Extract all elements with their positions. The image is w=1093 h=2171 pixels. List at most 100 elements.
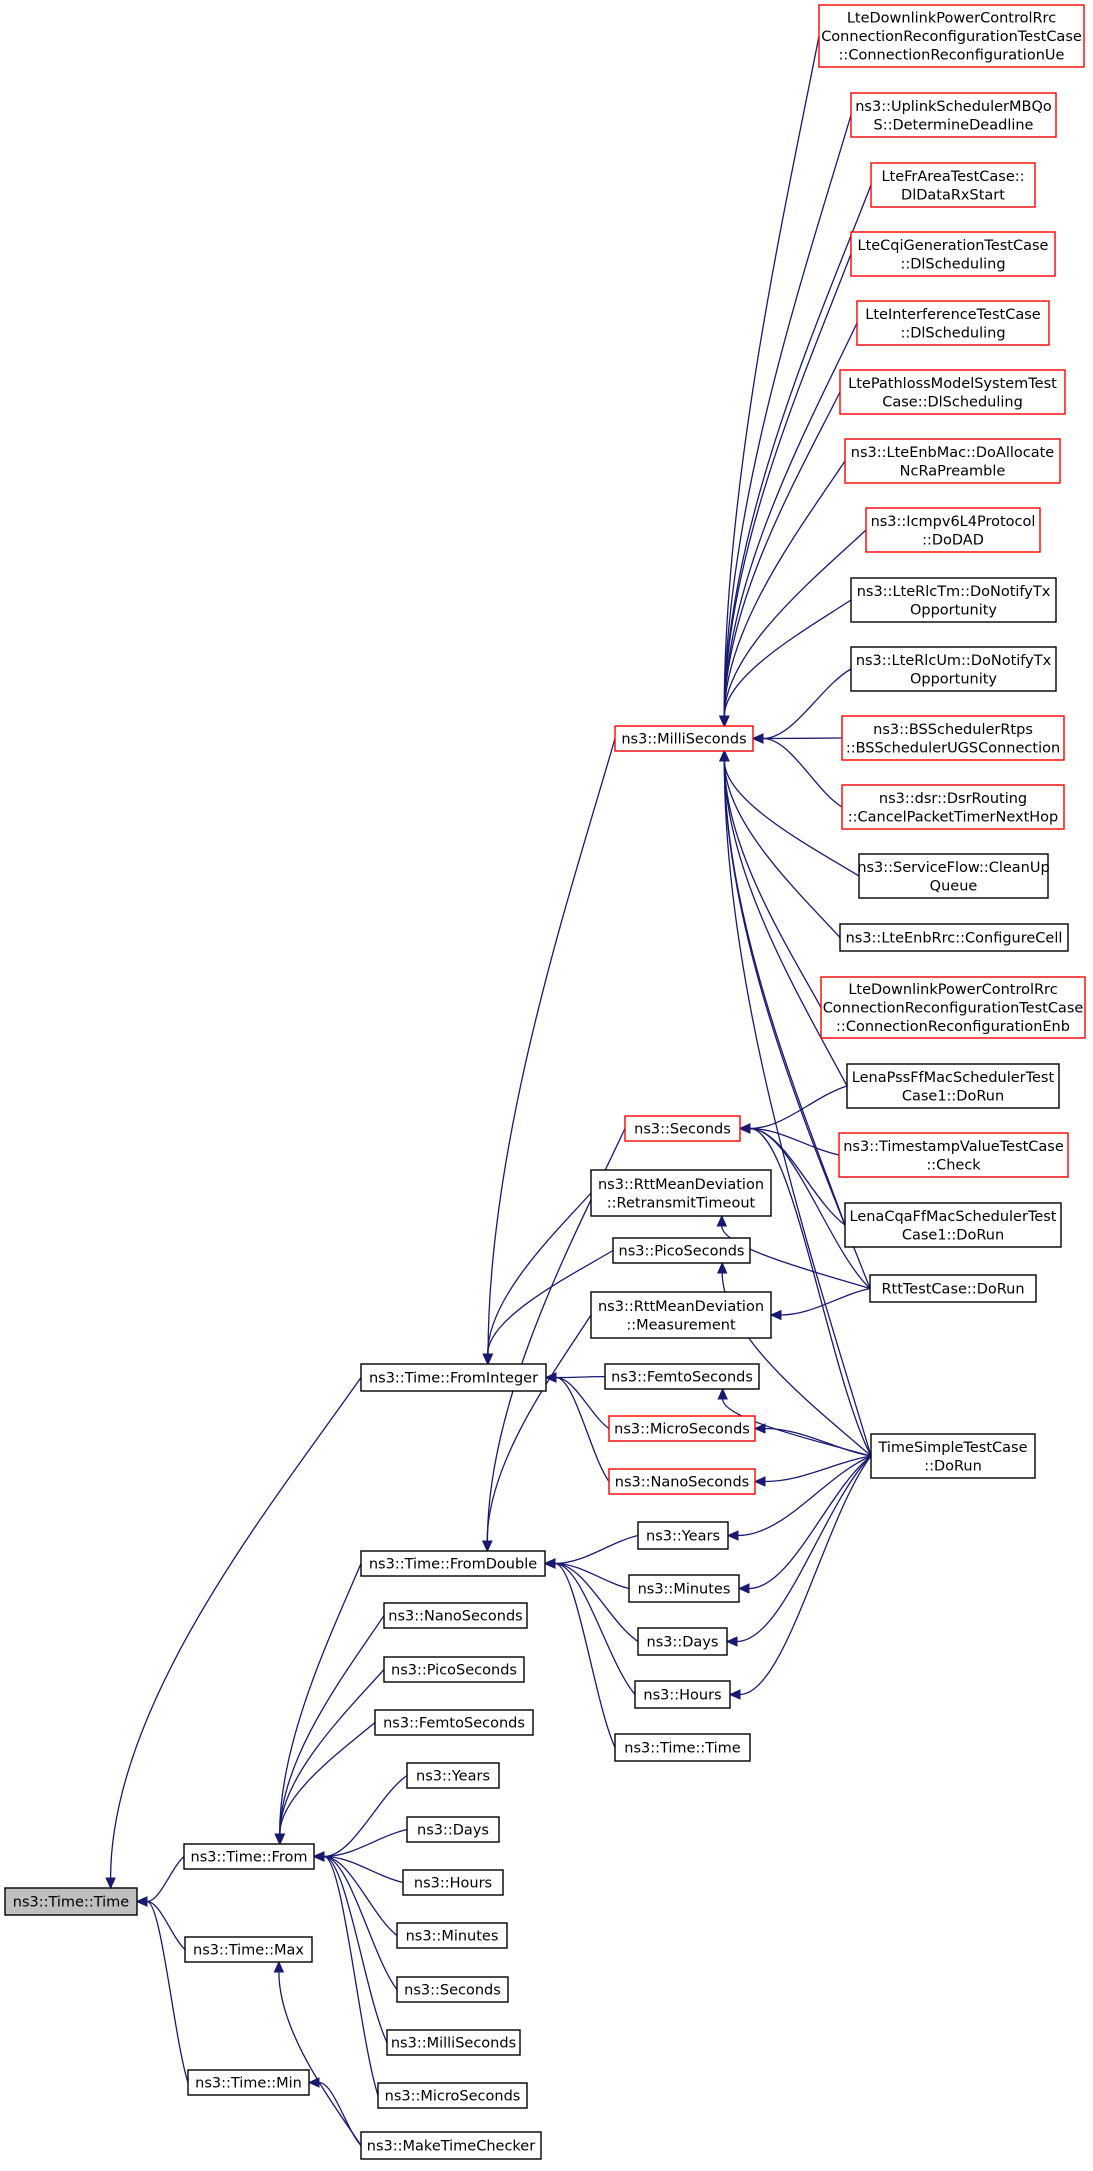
node-box[interactable] [614, 725, 754, 752]
node-f_hours[interactable]: ns3::Hours [402, 1869, 504, 1896]
node-c2[interactable]: ns3::UplinkSchedulerMBQoS::DetermineDead… [850, 92, 1057, 138]
node-from[interactable]: ns3::Time::From [183, 1843, 315, 1870]
node-box[interactable] [865, 507, 1041, 553]
node-f_seconds[interactable]: ns3::Seconds [396, 1976, 509, 2003]
node-box[interactable] [844, 1202, 1062, 1248]
node-box[interactable] [374, 1709, 534, 1736]
node-f_micro[interactable]: ns3::MicroSeconds [377, 2082, 528, 2109]
node-box[interactable] [850, 92, 1057, 138]
node-milliseconds[interactable]: ns3::MilliSeconds [614, 725, 754, 752]
node-box[interactable] [844, 438, 1061, 484]
node-box[interactable] [850, 231, 1056, 277]
node-c11[interactable]: ns3::BSSchedulerRtps::BSSchedulerUGSConn… [841, 715, 1065, 761]
node-f_nano[interactable]: ns3::NanoSeconds [383, 1602, 528, 1629]
node-f_femto[interactable]: ns3::FemtoSeconds [374, 1709, 534, 1736]
node-box[interactable] [4, 1887, 138, 1916]
node-box[interactable] [360, 1363, 547, 1392]
node-box[interactable] [841, 715, 1065, 761]
node-box[interactable] [856, 300, 1050, 346]
node-frominteger[interactable]: ns3::Time::FromInteger [360, 1363, 547, 1392]
node-box[interactable] [841, 784, 1065, 830]
node-box[interactable] [187, 2069, 310, 2096]
node-rtttest[interactable]: RttTestCase::DoRun [869, 1274, 1037, 1303]
node-d_minutes[interactable]: ns3::Minutes [628, 1574, 740, 1603]
node-fromdouble[interactable]: ns3::Time::FromDouble [360, 1550, 546, 1577]
node-box[interactable] [386, 2029, 521, 2056]
node-box[interactable] [590, 1291, 772, 1339]
node-box[interactable] [839, 923, 1069, 952]
node-rtt_retransmit[interactable]: ns3::RttMeanDeviation::RetransmitTimeout [590, 1169, 772, 1217]
node-box[interactable] [396, 1976, 509, 2003]
node-c3[interactable]: LteFrAreaTestCase::DlDataRxStart [870, 162, 1036, 208]
node-box[interactable] [820, 976, 1086, 1039]
node-box[interactable] [637, 1627, 728, 1656]
node-c4[interactable]: LteCqiGenerationTestCase::DlScheduling [850, 231, 1056, 277]
node-c12[interactable]: ns3::dsr::DsrRouting::CancelPacketTimerN… [841, 784, 1065, 830]
node-box[interactable] [637, 1521, 729, 1550]
node-max[interactable]: ns3::Time::Max [184, 1936, 313, 1963]
node-f_days[interactable]: ns3::Days [406, 1816, 500, 1843]
node-box[interactable] [612, 1237, 751, 1264]
node-root[interactable]: ns3::Time::Time [4, 1887, 138, 1916]
node-f_milli[interactable]: ns3::MilliSeconds [386, 2029, 521, 2056]
node-f_pico[interactable]: ns3::PicoSeconds [383, 1656, 525, 1683]
node-box[interactable] [604, 1363, 760, 1390]
node-box[interactable] [850, 646, 1057, 692]
node-c14[interactable]: ns3::LteEnbRrc::ConfigureCell [839, 923, 1069, 952]
node-box[interactable] [818, 4, 1085, 68]
node-box[interactable] [383, 1602, 528, 1629]
node-timesimple[interactable]: TimeSimpleTestCase::DoRun [870, 1433, 1036, 1479]
node-box[interactable] [838, 1132, 1069, 1178]
node-f_years[interactable]: ns3::Years [406, 1762, 500, 1789]
node-box[interactable] [624, 1115, 741, 1142]
node-box[interactable] [184, 1936, 313, 1963]
node-box[interactable] [858, 853, 1049, 899]
node-box[interactable] [183, 1843, 315, 1870]
node-box[interactable] [360, 1550, 546, 1577]
node-maketimechecker[interactable]: ns3::MakeTimeChecker [360, 2131, 542, 2160]
node-c8[interactable]: ns3::Icmpv6L4Protocol::DoDAD [865, 507, 1041, 553]
node-d_hours[interactable]: ns3::Hours [634, 1680, 731, 1709]
node-box[interactable] [402, 1869, 504, 1896]
node-box[interactable] [870, 162, 1036, 208]
node-box[interactable] [590, 1169, 772, 1217]
node-box[interactable] [850, 577, 1057, 623]
node-box[interactable] [839, 369, 1066, 415]
node-rtt_measurement[interactable]: ns3::RttMeanDeviation::Measurement [590, 1291, 772, 1339]
node-box[interactable] [360, 2131, 542, 2160]
node-microseconds[interactable]: ns3::MicroSeconds [608, 1415, 756, 1442]
node-c17[interactable]: ns3::TimestampValueTestCase::Check [838, 1132, 1069, 1178]
node-d_days[interactable]: ns3::Days [637, 1627, 728, 1656]
node-box[interactable] [869, 1274, 1037, 1303]
node-picoseconds[interactable]: ns3::PicoSeconds [612, 1237, 751, 1264]
node-box[interactable] [870, 1433, 1036, 1479]
node-box[interactable] [846, 1063, 1060, 1109]
node-min[interactable]: ns3::Time::Min [187, 2069, 310, 2096]
node-box[interactable] [628, 1574, 740, 1603]
node-box[interactable] [406, 1762, 500, 1789]
node-femtoseconds[interactable]: ns3::FemtoSeconds [604, 1363, 760, 1390]
node-box[interactable] [614, 1733, 751, 1762]
node-c1[interactable]: LteDownlinkPowerControlRrcConnectionReco… [818, 4, 1085, 68]
node-f_minutes[interactable]: ns3::Minutes [396, 1922, 508, 1949]
node-c6[interactable]: LtePathlossModelSystemTestCase::DlSchedu… [839, 369, 1066, 415]
node-box[interactable] [608, 1468, 756, 1495]
node-box[interactable] [383, 1656, 525, 1683]
node-box[interactable] [406, 1816, 500, 1843]
node-d_years[interactable]: ns3::Years [637, 1521, 729, 1550]
node-nanoseconds[interactable]: ns3::NanoSeconds [608, 1468, 756, 1495]
node-box[interactable] [608, 1415, 756, 1442]
node-c15[interactable]: LteDownlinkPowerControlRrcConnectionReco… [820, 976, 1086, 1039]
node-d_time[interactable]: ns3::Time::Time [614, 1733, 751, 1762]
node-c5[interactable]: LteInterferenceTestCase::DlScheduling [856, 300, 1050, 346]
node-box[interactable] [377, 2082, 528, 2109]
node-box[interactable] [634, 1680, 731, 1709]
node-seconds[interactable]: ns3::Seconds [624, 1115, 741, 1142]
node-box[interactable] [396, 1922, 508, 1949]
